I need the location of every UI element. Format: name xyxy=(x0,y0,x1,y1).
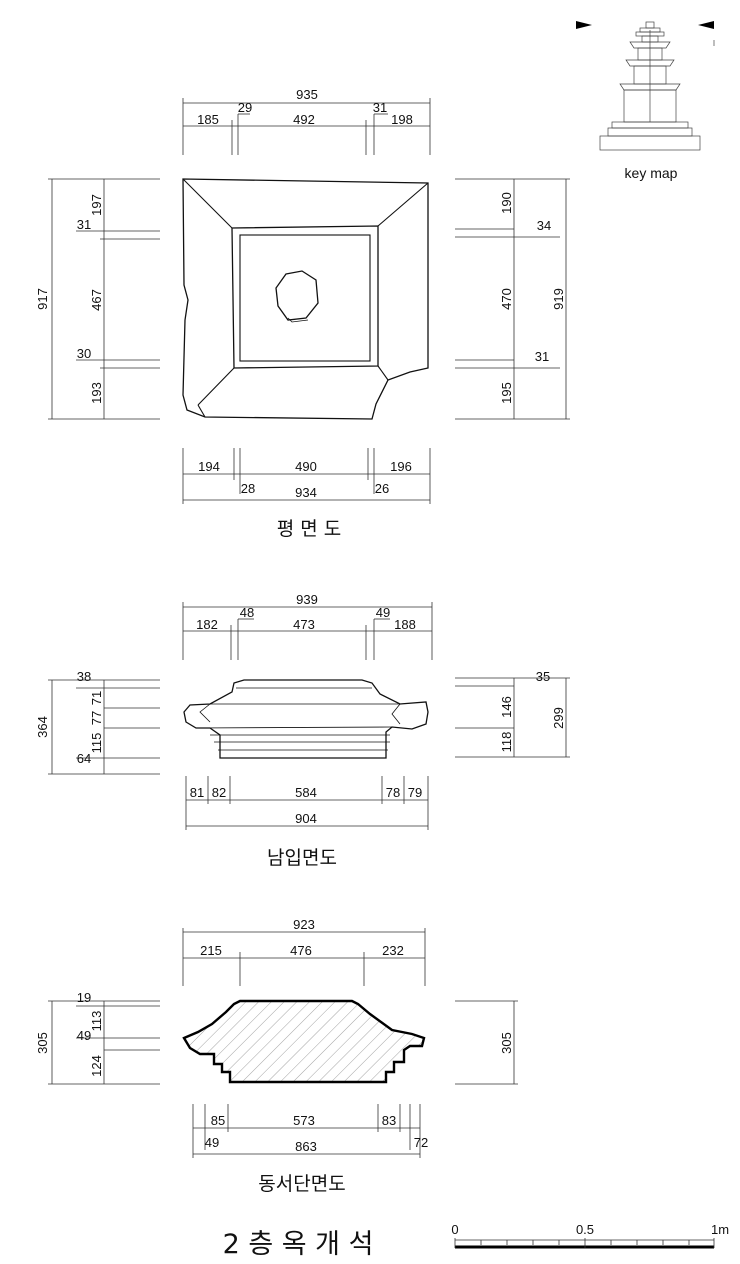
section-top-c: 232 xyxy=(382,943,404,958)
south-caption: 남입면도 xyxy=(267,847,337,869)
south-right-c: 118 xyxy=(499,732,514,753)
plan-right-a: 190 xyxy=(499,192,514,214)
section-bottom-e: 72 xyxy=(414,1135,428,1150)
section-bottom-d: 49 xyxy=(205,1135,219,1150)
scale-end: 1m xyxy=(711,1222,729,1237)
section-right-total: 305 xyxy=(499,1032,514,1054)
plan-outline xyxy=(182,178,429,420)
south-outline xyxy=(183,679,429,759)
south-elevation: 939 182 48 473 49 188 3 xyxy=(35,592,570,869)
section-top-dimensions: 923 215 476 232 xyxy=(182,917,426,986)
plan-bottom-a: 194 xyxy=(198,459,220,474)
plan-right-e: 195 xyxy=(499,382,514,404)
south-bottom-dimensions: 81 82 584 78 79 904 xyxy=(185,776,429,830)
plan-top-d: 31 xyxy=(373,100,387,115)
plan-top-total: 935 xyxy=(296,87,318,102)
scale-mid: 0.5 xyxy=(576,1222,594,1237)
south-top-a: 182 xyxy=(196,617,218,632)
section-bottom-total: 863 xyxy=(295,1139,317,1154)
key-map-label: key map xyxy=(625,165,678,181)
plan-left-e: 193 xyxy=(89,382,104,404)
south-bottom-b: 82 xyxy=(212,785,226,800)
section-profile xyxy=(182,999,426,1084)
section-top-total: 923 xyxy=(293,917,315,932)
section-bottom-a: 85 xyxy=(211,1113,225,1128)
plan-bottom-total: 934 xyxy=(295,485,317,500)
section-bottom-dimensions: 85 573 83 49 863 72 xyxy=(192,1104,428,1158)
key-map: key map xyxy=(576,21,715,181)
plan-caption: 평 면 도 xyxy=(277,518,342,540)
section-hatched-body xyxy=(182,999,426,1084)
plan-right-d: 31 xyxy=(535,349,549,364)
south-left-dimensions: 364 38 71 77 115 64 xyxy=(35,669,160,775)
section-left-total: 305 xyxy=(35,1032,50,1054)
south-right-dimensions: 35 146 118 299 xyxy=(455,669,570,758)
section-left-d: 124 xyxy=(89,1055,104,1077)
key-map-arrow-right xyxy=(698,21,714,29)
plan-left-b: 31 xyxy=(77,217,91,232)
plan-bottom-c: 490 xyxy=(295,459,317,474)
plan-left-c: 467 xyxy=(89,289,104,311)
plan-view: 935 185 29 492 31 198 xyxy=(35,87,570,540)
south-right-a: 35 xyxy=(536,669,550,684)
plan-top-a: 185 xyxy=(197,112,219,127)
south-top-total: 939 xyxy=(296,592,318,607)
south-left-a: 38 xyxy=(77,669,91,684)
south-bottom-a: 81 xyxy=(190,785,204,800)
section-caption: 동서단면도 xyxy=(258,1173,345,1195)
plan-left-d: 30 xyxy=(77,346,91,361)
plan-left-total: 917 xyxy=(35,288,50,310)
plan-right-b: 34 xyxy=(537,218,551,233)
plan-bottom-b: 28 xyxy=(241,481,255,496)
scale-bar: 0 0.5 1m xyxy=(451,1222,729,1249)
south-top-dimensions: 939 182 48 473 49 188 xyxy=(182,592,433,660)
south-left-c: 77 xyxy=(89,711,104,725)
key-map-arrow-left xyxy=(576,21,592,29)
plan-left-dimensions: 917 197 31 467 30 193 xyxy=(35,178,160,420)
section-left-a: 19 xyxy=(77,990,91,1005)
key-map-pagoda xyxy=(599,21,715,151)
plan-left-a: 197 xyxy=(89,194,104,216)
plan-top-e: 198 xyxy=(391,112,413,127)
south-right-total: 299 xyxy=(551,707,566,729)
section-right-dimensions: 305 xyxy=(455,1000,518,1085)
plan-top-c: 492 xyxy=(293,112,315,127)
section-top-a: 215 xyxy=(200,943,222,958)
scale-start: 0 xyxy=(451,1222,458,1237)
plan-right-c: 470 xyxy=(499,288,514,310)
section-left-c: 49 xyxy=(77,1028,91,1043)
south-bottom-e: 79 xyxy=(408,785,422,800)
south-top-e: 188 xyxy=(394,617,416,632)
section-left-b: 113 xyxy=(89,1011,104,1032)
plan-bottom-dimensions: 194 490 196 28 934 26 xyxy=(182,448,431,504)
south-left-e: 64 xyxy=(77,751,91,766)
section-top-b: 476 xyxy=(290,943,312,958)
south-bottom-total: 904 xyxy=(295,811,317,826)
south-left-b: 71 xyxy=(89,691,104,705)
south-top-d: 49 xyxy=(376,605,390,620)
east-west-section: 923 215 476 232 305 19 113 49 124 30 xyxy=(35,917,518,1195)
drawing-title: 2 층 옥 개 석 xyxy=(223,1229,374,1260)
plan-right-dimensions: 919 190 34 470 31 195 xyxy=(455,178,570,420)
south-bottom-c: 584 xyxy=(295,785,317,800)
section-bottom-b: 573 xyxy=(293,1113,315,1128)
plan-right-total: 919 xyxy=(551,288,566,310)
south-top-b: 48 xyxy=(240,605,254,620)
south-top-c: 473 xyxy=(293,617,315,632)
plan-top-dimensions: 935 185 29 492 31 198 xyxy=(182,87,431,155)
south-left-total: 364 xyxy=(35,716,50,738)
south-right-b: 146 xyxy=(499,696,514,718)
plan-bottom-d: 26 xyxy=(375,481,389,496)
section-left-dimensions: 305 19 113 49 124 xyxy=(35,990,160,1085)
section-bottom-c: 83 xyxy=(382,1113,396,1128)
plan-top-b: 29 xyxy=(238,100,252,115)
south-bottom-d: 78 xyxy=(386,785,400,800)
south-left-d: 115 xyxy=(89,733,104,754)
plan-bottom-e: 196 xyxy=(390,459,412,474)
